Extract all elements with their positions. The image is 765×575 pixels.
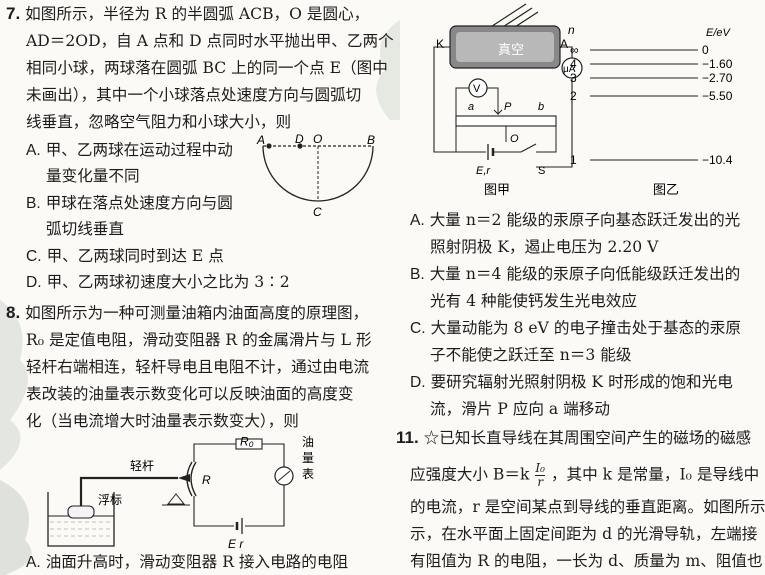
q10-option-c-line-1[interactable]: C. 大量动能为 8 eV 的电子撞击处于基态的汞原	[410, 319, 741, 337]
slider-p	[493, 109, 503, 116]
q10-figure-yi: n E/eV ∞ 0 4 −1.60 3 −2.70 2 −5.50 1 −10.4 图乙	[568, 23, 733, 197]
q10-option-a-line-1[interactable]: A. 大量 n＝2 能级的汞原子向基态跃迁发出的光	[410, 211, 741, 229]
q11-number: 11.	[396, 428, 419, 447]
label-meter-2: 量	[302, 451, 314, 465]
energy-level-e: −5.50	[702, 89, 733, 103]
q10-option-d-line-2: 流，滑片 P 应向 a 端移动	[430, 400, 610, 418]
energy-level-e: 0	[702, 43, 709, 57]
q10-option-b-line-2: 光有 4 种能使钙发生光电效应	[430, 292, 637, 310]
q7-option-a-line-1[interactable]: A. 甲、乙两球在运动过程中动	[26, 141, 233, 159]
energy-level-e: −1.60	[702, 57, 733, 71]
q7-line-4: 未画出），其中一个小球落点处速度方向与圆弧切	[26, 86, 362, 104]
q7-line-1: 7. 如图所示，半径为 R 的半圆弧 ACB，O 是圆心，	[6, 4, 370, 23]
label-slider-a: a	[468, 101, 474, 113]
label-a-electrode: A	[560, 37, 568, 51]
q10-option-c-line-2: 子不能使之跃迁至 n＝3 能级	[430, 346, 632, 364]
caption-jia: 图甲	[484, 182, 510, 197]
q7-option-b-line-1[interactable]: B. 甲球在落点处速度方向与圆	[26, 194, 233, 212]
label-slider-b: b	[538, 101, 544, 113]
q7-option-b-line-2: 弧切线垂直	[46, 220, 124, 238]
q11-line-3: 的电流，r 是空间某点到导线的垂直距离。如图所示	[410, 498, 765, 516]
q10-figure-jia: 真空 K A μA V a P b O E,r S 图甲	[433, 3, 583, 197]
q7-line-5: 线垂直，忽略空气阻力和小球大小，则	[26, 113, 292, 131]
label-v: V	[473, 83, 481, 95]
e-header: E/eV	[706, 27, 732, 39]
energy-level-n: ∞	[570, 43, 579, 57]
energy-level-n: 1	[570, 153, 577, 167]
q8-line-3: 轻杆右端相连，轻杆导电且电阻不计，通过由电流	[26, 358, 370, 376]
label-k: K	[436, 37, 444, 51]
q7-line-3: 相同小球，两球落在圆弧 BC 上的同一个点 E（图中	[26, 59, 388, 77]
label-r: R	[202, 473, 211, 487]
label-ua: μA	[563, 64, 576, 75]
q8-line-5: 化（当电流增大时油量表示数变大），则	[26, 412, 299, 430]
q10-option-a-line-2: 照射阴极 K，遏止电压为 2.20 V	[430, 238, 659, 256]
q7-option-a-line-2: 量变化量不同	[46, 167, 140, 185]
q10-option-b-line-1[interactable]: B. 大量 n＝4 能级的汞原子向低能级跃迁发出的	[410, 265, 741, 283]
q8-oil-tank-figure: 轻杆 浮标 R₀ R 油 量 表 E r	[47, 435, 314, 551]
q11-line-2: 应强度大小 B＝k I₀ r ，其中 k 是常量，I₀ 是导线中	[410, 461, 760, 489]
caption-yi: 图乙	[653, 182, 679, 197]
label-meter-1: 油	[302, 435, 314, 449]
decorative-leaf-middle	[376, 20, 400, 120]
label-slider-p: P	[504, 101, 512, 113]
energy-level-e: −2.70	[702, 71, 733, 85]
ball-a	[266, 143, 272, 149]
label-a: A	[256, 133, 265, 147]
l-rod	[79, 476, 178, 506]
decorative-leaf-left	[0, 300, 32, 575]
slider-arrow	[178, 474, 190, 482]
label-d: D	[295, 132, 304, 146]
q7-semicircle-figure: A D O B C	[256, 132, 375, 219]
label-c: C	[313, 205, 322, 219]
q8-line-1: 8. 如图所示为一种可测量油箱内油面高度的原理图，	[6, 303, 369, 322]
label-s: S	[538, 165, 545, 177]
fraction-i0-over-r: I₀ r	[535, 461, 545, 489]
energy-levels: ∞ 0 4 −1.60 3 −2.70 2 −5.50 1 −10.4	[570, 43, 733, 167]
label-er: E,r	[476, 165, 491, 177]
q11-line-5: 有阻值为 R 的电阻，一长为 d、质量为 m、阻值也	[410, 552, 763, 570]
q11-line-4: 示，在水平面上固定间距为 d 的光滑导轨，左端接	[410, 525, 758, 543]
label-b: B	[367, 133, 375, 147]
q8-line-4: 表改装的油量表示数变化可以反映油面的高度变	[26, 385, 354, 403]
label-rod: 轻杆	[130, 459, 154, 473]
energy-level-n: 2	[570, 89, 577, 103]
oil-tank	[47, 492, 115, 547]
label-meter-3: 表	[302, 467, 314, 481]
energy-level-n: 3	[570, 71, 577, 85]
semicircle-arc	[262, 145, 374, 202]
q8-option-a[interactable]: A. 油面升高时，滑动变阻器 R 接入电路的电阻	[26, 553, 349, 571]
rheostat	[455, 115, 557, 127]
q11-line-1: 11. ☆已知长直导线在其周围空间产生的磁场的磁感	[396, 428, 752, 447]
q8-number: 8.	[6, 303, 21, 322]
label-o-point: O	[510, 133, 519, 145]
pivot	[166, 493, 186, 505]
q8-line-2: R₀ 是定值电阻，滑动变阻器 R 的金属滑片与 L 形	[26, 331, 372, 349]
energy-level-n: 4	[570, 57, 577, 71]
float	[67, 505, 95, 519]
n-header: n	[568, 23, 575, 37]
label-battery: E r	[228, 537, 244, 551]
label-o: O	[313, 132, 322, 146]
q7-option-c[interactable]: C. 甲、乙两球同时到达 E 点	[26, 247, 224, 265]
label-float: 浮标	[98, 493, 122, 507]
q10-option-d-line-1[interactable]: D. 要研究辐射光照射阴极 K 时形成的饱和光电	[410, 373, 733, 391]
label-r0: R₀	[240, 435, 254, 449]
q7-option-d[interactable]: D. 甲、乙两球初速度大小之比为 3∶2	[26, 273, 290, 291]
q7-line-2: AD＝2OD，自 A 点和 D 点同时水平抛出甲、乙两个	[26, 32, 394, 50]
ball-d	[297, 143, 303, 149]
q7-number: 7.	[6, 4, 21, 23]
label-vacuum: 真空	[498, 42, 524, 57]
switch-s	[520, 143, 537, 153]
energy-level-e: −10.4	[702, 153, 733, 167]
